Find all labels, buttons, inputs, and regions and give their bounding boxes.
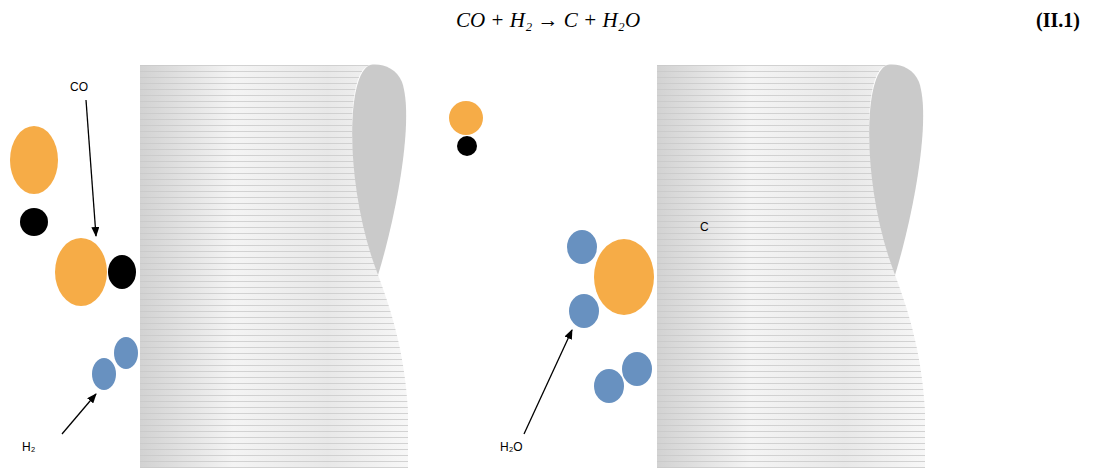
equation: CO + H₂ → C + H₂O	[456, 8, 640, 33]
co-molecule	[55, 238, 136, 306]
molecule-label: H₂O	[500, 440, 523, 454]
molecule-label: CO	[70, 80, 88, 94]
right-surface	[657, 65, 925, 468]
h2-molecule	[92, 337, 138, 390]
molecule-label: H₂	[22, 440, 35, 454]
h2o-molecule	[567, 230, 654, 328]
h2-molecule	[594, 352, 652, 403]
left-surface	[140, 65, 408, 468]
co-molecule	[10, 126, 58, 236]
equation-number: (II.1)	[1036, 9, 1080, 32]
co-molecule	[449, 101, 483, 156]
leader-arrows	[62, 100, 572, 434]
surface-label: C	[700, 220, 709, 234]
